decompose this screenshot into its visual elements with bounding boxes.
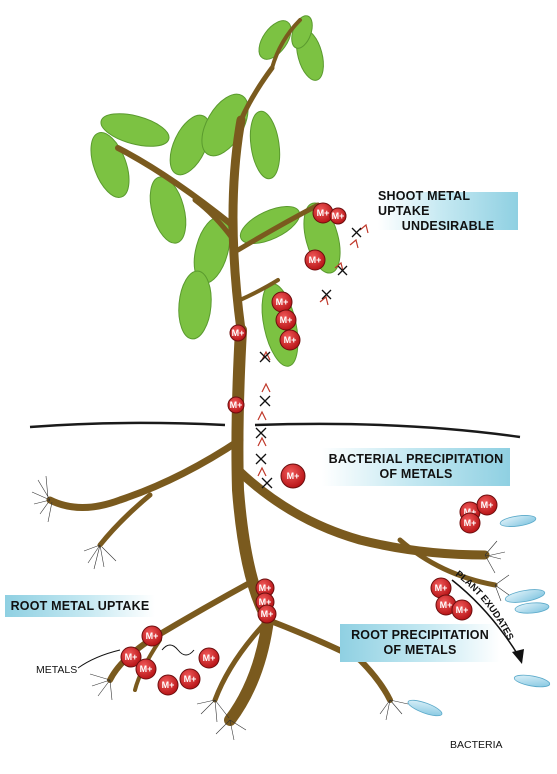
leaf	[144, 173, 193, 247]
metal-ion: M+	[281, 464, 305, 488]
metal-ion: M+	[460, 513, 480, 533]
bacterium	[515, 602, 550, 615]
metal-ion-label: M+	[287, 471, 300, 481]
bacterium	[499, 514, 536, 529]
metal-ion: M+	[280, 330, 300, 350]
metal-ion-label: M+	[259, 583, 272, 593]
metal-ion-label: M+	[440, 600, 453, 610]
metals-leader-line	[78, 650, 120, 668]
bacterial-precip-callout: BACTERIAL PRECIPITATION OF METALS	[322, 448, 510, 486]
metals-label: METALS	[36, 664, 77, 676]
root-precip-line1: ROOT PRECIPITATION	[351, 628, 489, 643]
metal-ion: M+	[228, 397, 244, 413]
metal-ion-label: M+	[261, 609, 274, 619]
metal-ion-label: M+	[464, 518, 477, 528]
root-precip-callout: ROOT PRECIPITATION OF METALS	[340, 624, 500, 662]
metal-ion-label: M+	[146, 631, 159, 641]
metal-ion-label: M+	[332, 211, 345, 221]
metal-ion: M+	[230, 325, 246, 341]
root-uptake-label: ROOT METAL UPTAKE	[11, 599, 150, 614]
bacterium	[513, 673, 550, 689]
metal-ion-label: M+	[435, 583, 448, 593]
soil-surface-line	[30, 423, 520, 437]
metal-ion-label: M+	[456, 605, 469, 615]
metal-ion-label: M+	[276, 297, 289, 307]
metal-ion: M+	[199, 648, 219, 668]
metal-ion-label: M+	[280, 315, 293, 325]
metal-ion: M+	[142, 626, 162, 646]
metal-ion-label: M+	[203, 653, 216, 663]
metal-ion-label: M+	[162, 680, 175, 690]
metal-ion-label: M+	[125, 652, 138, 662]
metal-ion-label: M+	[184, 674, 197, 684]
metal-ion: M+	[272, 292, 292, 312]
shoot-uptake-line1: SHOOT METAL UPTAKE	[378, 189, 518, 219]
metal-ion: M+	[477, 495, 497, 515]
metal-ion: M+	[276, 310, 296, 330]
bacterial-precip-line1: BACTERIAL PRECIPITATION	[329, 452, 504, 467]
metal-ion: M+	[330, 208, 346, 224]
shoot-uptake-callout: SHOOT METAL UPTAKE UNDESIRABLE	[378, 192, 518, 230]
metal-ion-label: M+	[140, 664, 153, 674]
metal-ion: M+	[158, 675, 178, 695]
metal-ion-label: M+	[481, 500, 494, 510]
root-uptake-callout: ROOT METAL UPTAKE	[5, 595, 155, 617]
metal-ion-label: M+	[232, 328, 245, 338]
metal-ion: M+	[305, 250, 325, 270]
shoot-uptake-line2: UNDESIRABLE	[402, 219, 494, 234]
root-precip-line2: OF METALS	[383, 643, 456, 658]
metal-ion-label: M+	[317, 208, 330, 218]
bacterium	[504, 587, 545, 605]
bacteria-label: BACTERIA	[450, 739, 503, 751]
metal-ion: M+	[452, 600, 472, 620]
metal-ion: M+	[180, 669, 200, 689]
metal-ion: M+	[258, 605, 276, 623]
metal-ion-label: M+	[309, 255, 322, 265]
bacteria-cells	[406, 514, 550, 719]
bacterium	[406, 697, 443, 719]
metals-connector	[162, 645, 194, 655]
metal-ion: M+	[136, 659, 156, 679]
metal-ion: M+	[313, 203, 333, 223]
metal-ion-label: M+	[284, 335, 297, 345]
metal-ion-label: M+	[230, 400, 243, 410]
bacterial-precip-line2: OF METALS	[379, 467, 452, 482]
leaves	[83, 13, 346, 369]
leaf	[246, 109, 283, 180]
